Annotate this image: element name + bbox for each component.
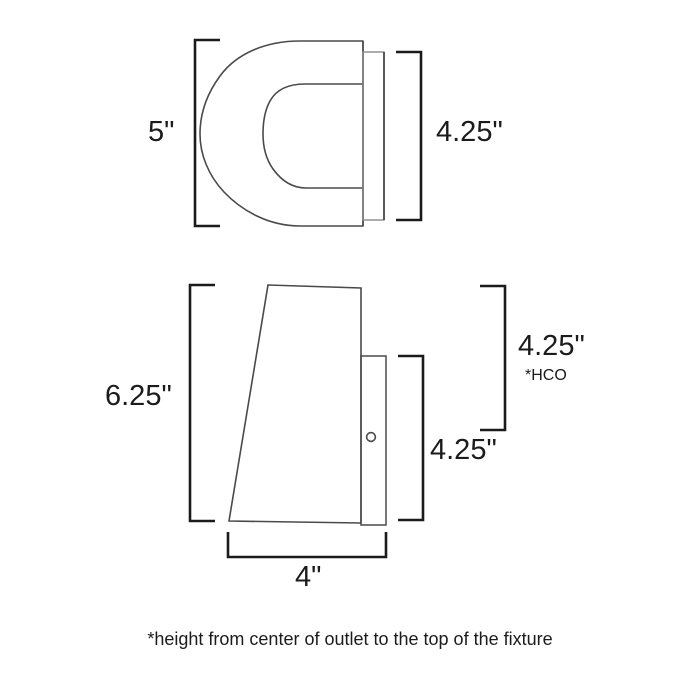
top-view-outer-profile (199, 40, 364, 227)
top-view-geometry (199, 40, 385, 227)
top-view-width-bracket (396, 50, 423, 222)
side-view-hco-height-label: 4.25" (518, 330, 585, 362)
side-view-backplate (360, 355, 387, 526)
side-view-backplate-height-bracket (398, 354, 425, 522)
side-view-hco-bracket (480, 284, 507, 432)
top-view-inner-profile (262, 83, 364, 189)
side-view-screw-hole-icon (365, 431, 377, 443)
side-view-body-profile (228, 284, 362, 524)
side-view-hco-note: *HCO (525, 367, 567, 384)
top-view-width-label: 4.25" (436, 116, 503, 148)
footnote-text: *height from center of outlet to the top… (147, 629, 553, 649)
side-view-geometry (228, 284, 387, 526)
top-view-backplate (362, 51, 385, 221)
top-view-height-label: 5" (148, 116, 175, 148)
side-view-width-bracket (226, 532, 388, 559)
side-view-width-label: 4" (295, 561, 322, 593)
top-view-height-bracket (193, 38, 220, 228)
side-view-height-label: 6.25" (105, 380, 172, 412)
side-view-backplate-height-label: 4.25" (430, 434, 497, 466)
side-view-height-bracket (188, 283, 215, 523)
